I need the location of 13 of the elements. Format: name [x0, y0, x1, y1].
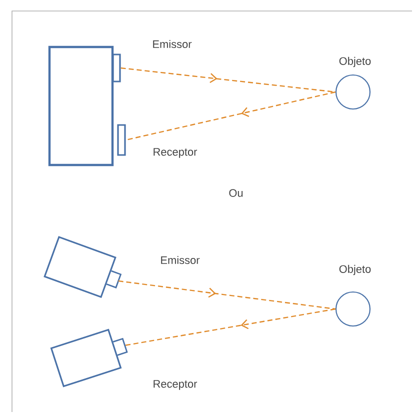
- receiver-lens: [117, 124, 126, 156]
- part-label: Objeto: [339, 264, 371, 276]
- part-label: Emissor: [153, 40, 192, 48]
- part-label: Emissor: [161, 256, 200, 264]
- sensor-box: [48, 46, 114, 166]
- separator-label: Ou: [229, 189, 243, 197]
- object-circle: [335, 291, 371, 327]
- receiver-drawing: [50, 328, 128, 388]
- object-circle: [335, 74, 371, 110]
- part-label: Receptor: [154, 380, 198, 390]
- part-label: Objeto: [339, 56, 371, 68]
- emitter-lens: [112, 54, 121, 82]
- part-label: Receptor: [154, 148, 198, 158]
